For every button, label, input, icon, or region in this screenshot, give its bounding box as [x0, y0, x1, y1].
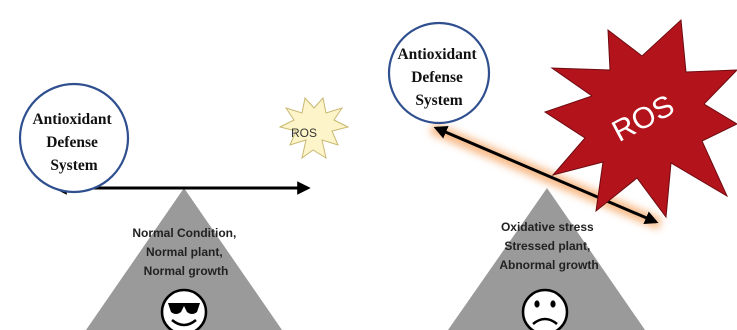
- left-antioxidant-circle: [18, 82, 130, 194]
- left-condition-line-2: Normal plant,: [146, 245, 223, 259]
- left-defense-line-2: Defense: [46, 134, 98, 151]
- right-panel: Antioxidant Defense System ROS Oxidative…: [387, 18, 737, 330]
- right-condition-line-3: Abnormal growth: [499, 258, 598, 272]
- right-condition-line-1: Oxidative stress: [501, 220, 594, 234]
- svg-text:Oxidative stress Stresse: Oxidative stress Stressed plant, Abnorma…: [499, 220, 598, 272]
- right-condition-line-2: Stressed plant,: [504, 239, 590, 253]
- left-fulcrum-triangle: [86, 188, 282, 330]
- smiley-sunglasses-icon: [160, 288, 208, 330]
- sad-face-icon: [521, 288, 569, 330]
- left-condition-line-1: Normal Condition,: [132, 226, 236, 240]
- left-panel: Antioxidant Defense System ROS Normal Co…: [18, 82, 350, 330]
- left-ros-starburst: [278, 96, 350, 160]
- svg-text:Normal Condition, Normal: Normal Condition, Normal plant, Normal g…: [132, 226, 239, 278]
- svg-text:Antioxidant Defense: Antioxidant Defense System: [32, 111, 115, 174]
- right-ros-starburst: [543, 18, 737, 219]
- right-fulcrum-triangle: [448, 188, 645, 330]
- left-defense-line-3: System: [50, 157, 97, 174]
- svg-text:Antioxidant Defense: Antioxidant Defense System: [397, 46, 480, 109]
- left-ros-label: ROS: [291, 126, 317, 140]
- left-condition-line-3: Normal growth: [144, 264, 229, 278]
- right-defense-line-3: System: [415, 92, 462, 109]
- right-antioxidant-circle: [387, 21, 491, 125]
- right-defense-line-1: Antioxidant: [397, 46, 477, 63]
- left-defense-line-1: Antioxidant: [32, 111, 112, 128]
- right-balance-beam: [433, 126, 659, 224]
- right-defense-line-2: Defense: [411, 69, 463, 86]
